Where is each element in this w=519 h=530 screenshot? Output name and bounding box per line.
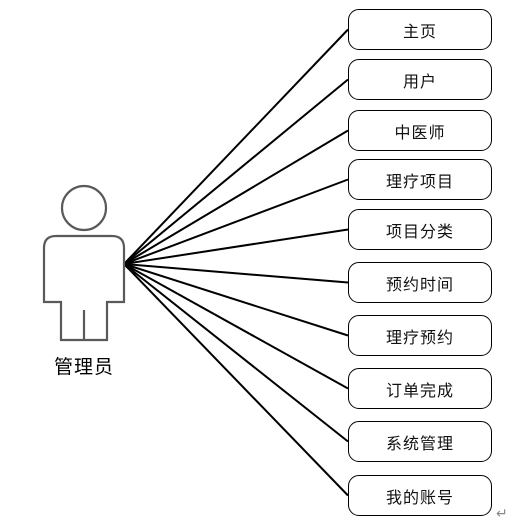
actor-label: 管理员 (53, 356, 114, 378)
connector-line (123, 263, 349, 337)
use-case-box: 中医师 (348, 110, 492, 151)
use-case-label: 订单完成 (385, 380, 454, 400)
person-icon (42, 184, 126, 342)
connector-line (123, 28, 349, 265)
use-case-box: 订单完成 (348, 368, 492, 409)
connector-line (123, 78, 349, 265)
use-case-box: 项目分类 (348, 209, 492, 250)
use-case-label: 用户 (402, 71, 437, 91)
use-case-box: 理疗项目 (348, 159, 492, 200)
use-case-box: 主页 (348, 9, 492, 50)
connector-line (123, 228, 349, 265)
use-case-label: 理疗项目 (385, 171, 454, 191)
connector-line (123, 263, 349, 497)
connector-line (123, 263, 349, 284)
use-case-label: 项目分类 (385, 221, 454, 241)
use-case-label: 主页 (402, 21, 437, 41)
use-case-label: 系统管理 (385, 433, 454, 453)
connector-line (123, 178, 349, 265)
use-case-box: 系统管理 (348, 421, 492, 462)
use-case-label: 预约时间 (385, 274, 454, 294)
use-case-box: 用户 (348, 59, 492, 100)
paragraph-mark-icon: ↵ (496, 506, 508, 522)
use-case-box: 理疗预约 (348, 315, 492, 356)
use-case-label: 中医师 (394, 122, 446, 142)
connector-line (123, 263, 349, 443)
use-case-box: 预约时间 (348, 262, 492, 303)
connector-line (123, 129, 349, 265)
use-case-box: 我的账号 (348, 475, 492, 516)
connector-line (123, 263, 349, 390)
use-case-label: 理疗预约 (385, 327, 454, 347)
use-case-label: 我的账号 (385, 487, 454, 507)
